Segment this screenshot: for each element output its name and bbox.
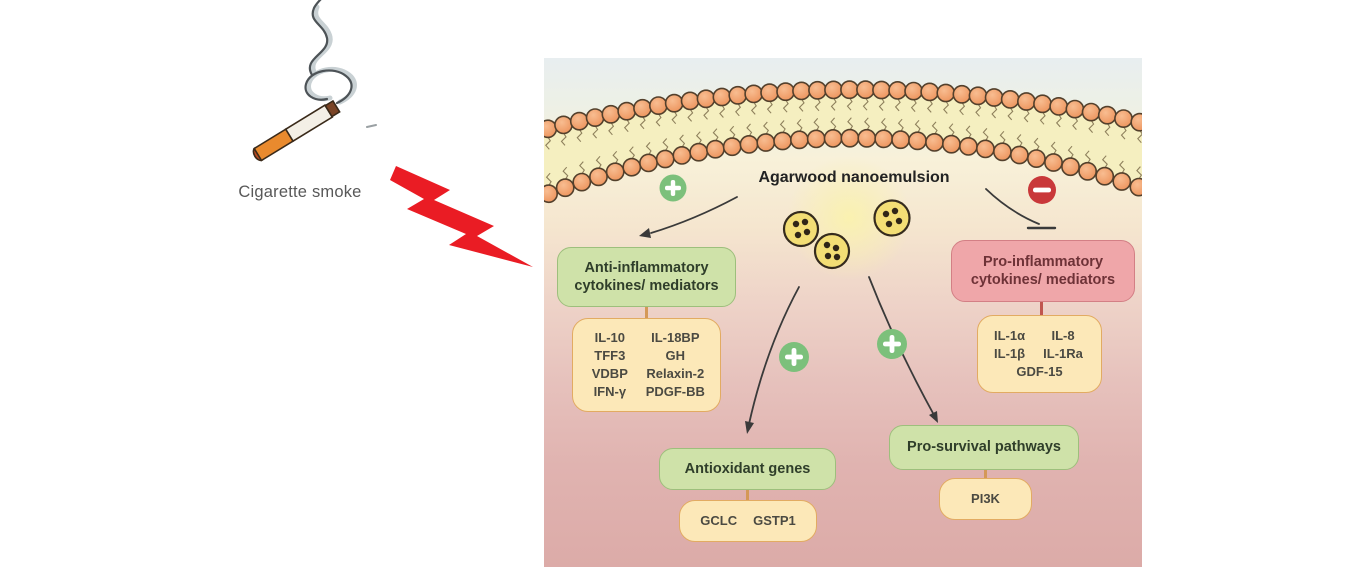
arrow-to-anti-inflammatory — [650, 196, 738, 234]
cytokine-item: IL-1α — [993, 327, 1026, 343]
cytokine-item: VDBP — [591, 366, 628, 381]
antioxidant-genes-box: Antioxidant genes — [659, 448, 836, 490]
connector-prosurvival — [984, 468, 987, 480]
arrows — [639, 188, 1057, 434]
prosurvival-pathways-box: Pro-survival pathways — [889, 425, 1079, 470]
nanoparticle-icon — [782, 210, 820, 248]
anti-box-line1: Anti-inflammatory — [584, 259, 709, 276]
antioxidant-title: Antioxidant genes — [684, 460, 811, 477]
cytokine-item: IFN-γ — [593, 384, 627, 400]
pro-box-line2: cytokines/ mediators — [970, 272, 1116, 288]
connector-pro — [1040, 300, 1043, 317]
stimulate-badge-mid-left — [779, 342, 809, 372]
anti-inflammatory-box: Anti-inflammatory cytokines/ mediators — [557, 247, 736, 307]
antioxidant-genes-list: GCLC GSTP1 — [679, 500, 817, 542]
cytokine-item: IL-8 — [1051, 327, 1075, 343]
inhibit-line-pro-inflammatory — [985, 188, 1040, 225]
gene-item: GSTP1 — [753, 512, 796, 528]
connector-antioxidant — [746, 488, 749, 502]
cytokine-item: IL-18BP — [651, 329, 700, 345]
pathway-item: PI3K — [971, 490, 1000, 506]
connector-anti — [645, 305, 648, 320]
cytokine-item: GDF-15 — [1016, 364, 1063, 380]
prosurvival-pathways-list: PI3K — [939, 478, 1032, 520]
smoke-wisp — [366, 124, 377, 128]
diagram-graphics — [544, 80, 1142, 434]
nanoparticle-icon — [873, 199, 911, 237]
cytokine-item: IL-1Ra — [1043, 345, 1083, 361]
cytokine-item: Relaxin-2 — [646, 366, 705, 381]
cytokine-item: GH — [665, 347, 686, 363]
cytokine-item: IL-1β — [994, 345, 1026, 361]
cigarette-smoke-illustration — [252, 0, 533, 267]
inhibit-badge-icon — [1028, 176, 1056, 204]
arrowhead-prosurvival — [929, 411, 938, 423]
stimulate-badge-top-left — [659, 174, 687, 202]
gene-item: GCLC — [700, 512, 738, 528]
arrow-to-antioxidant — [748, 286, 800, 425]
cytokine-item: IL-10 — [594, 329, 625, 345]
smoke-icon — [304, 0, 377, 128]
anti-inflammatory-mediators-list: IL-10 IL-18BP TFF3 GH VDBP Relaxin-2 IFN… — [572, 318, 721, 412]
cytokine-item: PDGF-BB — [645, 384, 705, 400]
nanoparticles — [782, 199, 911, 270]
anti-box-line2: cytokines/ mediators — [574, 278, 719, 294]
lightning-bolt-icon — [390, 166, 533, 267]
cytokine-item: TFF3 — [594, 347, 626, 363]
cell-diagram-panel: Agarwood nanoemulsion Anti-inflammatory … — [544, 58, 1142, 567]
arrowhead-anti — [639, 228, 651, 238]
prosurvival-title: Pro-survival pathways — [907, 439, 1061, 456]
cigarette-smoke-label: Cigarette smoke — [238, 183, 362, 201]
pro-inflammatory-mediators-list: IL-1α IL-8 IL-1β IL-1Ra GDF-15 — [977, 315, 1102, 393]
panel-title: Agarwood nanoemulsion — [758, 169, 950, 186]
membrane-icon — [544, 80, 1142, 204]
cigarette-icon — [252, 99, 341, 162]
stimulate-badge-mid-right — [877, 329, 907, 359]
pro-box-line1: Pro-inflammatory — [982, 253, 1104, 270]
arrowhead-antioxidant — [745, 421, 754, 434]
nanoparticle-icon — [813, 232, 851, 270]
pro-inflammatory-box: Pro-inflammatory cytokines/ mediators — [951, 240, 1135, 302]
